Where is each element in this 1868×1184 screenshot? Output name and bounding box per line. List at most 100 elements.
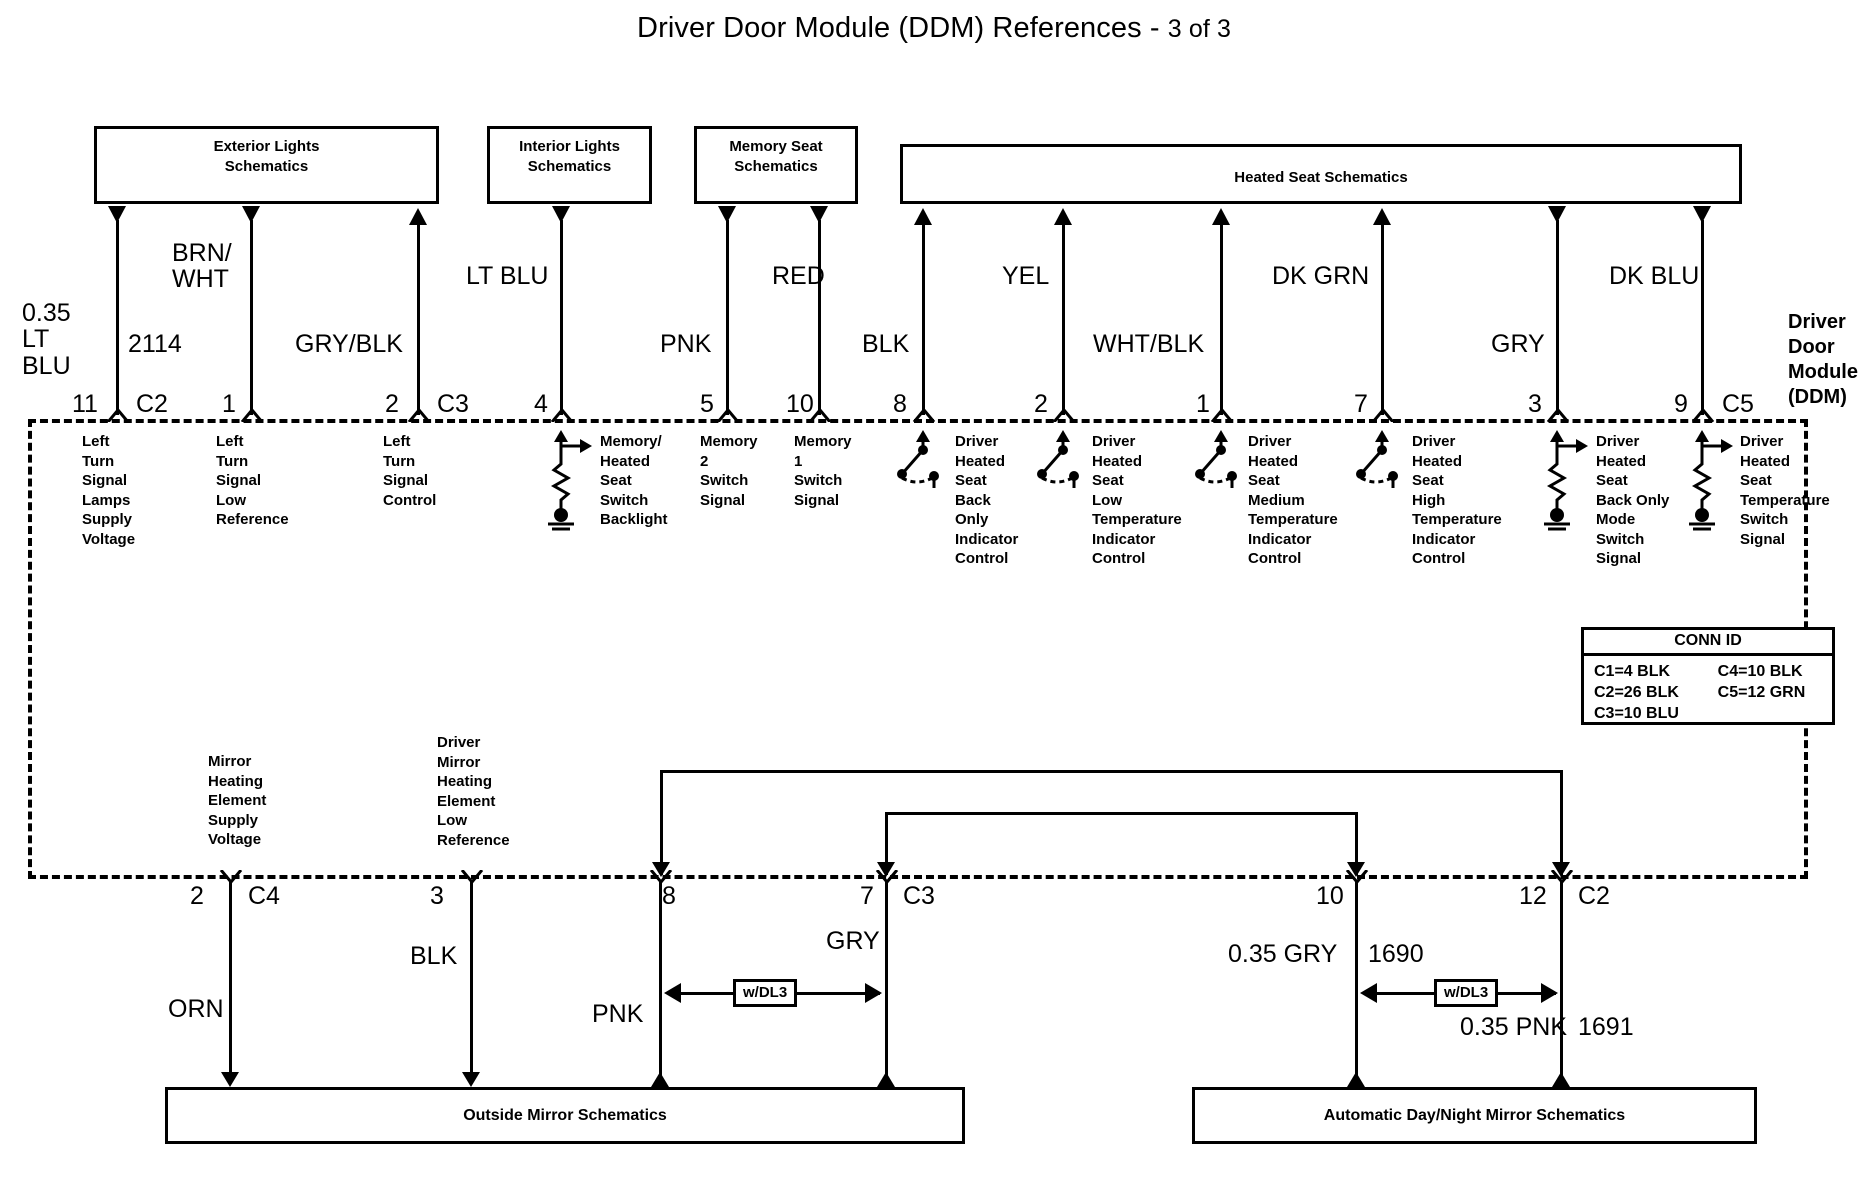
wire-color-label: 0.35 GRY — [1228, 940, 1338, 968]
pin-number-label: 8 — [893, 390, 907, 418]
bottom-box-outside-mirror[interactable]: Outside Mirror Schematics — [165, 1087, 965, 1144]
pin-number-label: 4 — [534, 390, 548, 418]
circuit-description: Driver Heated Seat Back Only Mode Switch… — [1596, 433, 1670, 567]
arrow-down-icon — [1548, 206, 1566, 223]
wire-color-label: GRY — [1491, 330, 1545, 358]
switch-icon — [1188, 426, 1250, 488]
wire-line — [1355, 882, 1358, 1076]
ref-box-memory-seat[interactable]: Memory Seat Schematics — [694, 126, 858, 204]
pin-number-label: 7 — [860, 882, 874, 910]
pin-number-label: 1 — [222, 390, 236, 418]
circuit-number-label: 1690 — [1368, 940, 1424, 968]
wire-line — [1062, 222, 1065, 415]
wire-color-label: ORN — [168, 995, 224, 1023]
wire-color-label: BLK — [862, 330, 910, 358]
arrow-down-icon — [718, 206, 736, 223]
switch-icon — [890, 426, 952, 488]
wire-color-label: GRY — [826, 927, 880, 955]
arrow-up-icon — [1552, 1072, 1570, 1087]
arrow-up-icon — [409, 208, 427, 225]
circuit-description: Driver Heated Seat Medium Temperature In… — [1248, 433, 1338, 567]
arrow-down-icon — [242, 206, 260, 223]
wire-color-label: DK GRN — [1272, 262, 1370, 290]
arrow-down-icon — [108, 206, 126, 223]
terminal-icon — [912, 408, 936, 422]
pin-number-label: 7 — [1354, 390, 1368, 418]
terminal-icon — [716, 408, 740, 422]
terminal-icon — [1371, 408, 1395, 422]
arrow-up-icon — [1347, 1072, 1365, 1087]
page-title-part: 3 of 3 — [1167, 15, 1231, 43]
bottom-box-automatic-day-night-mirror[interactable]: Automatic Day/Night Mirror Schematics — [1192, 1087, 1757, 1144]
pin-number-label: 2 — [1034, 390, 1048, 418]
conn-id-c2: C2=26 BLK — [1594, 684, 1679, 702]
conn-id-table: CONN ID C1=4 BLK C4=10 BLK C2=26 BLK C5=… — [1581, 627, 1835, 725]
bus-drop-left-outer — [660, 770, 663, 875]
wire-line — [1701, 220, 1704, 415]
wire-color-label: 0.35 PNK — [1460, 1013, 1568, 1041]
wire-line — [1220, 222, 1223, 415]
wire-line — [560, 220, 563, 415]
wire-color-label: WHT/BLK — [1093, 330, 1205, 358]
arrow-up-icon — [877, 1072, 895, 1087]
arrow-down-icon — [810, 206, 828, 223]
terminal-icon — [1546, 408, 1570, 422]
arrow-down-icon — [1693, 206, 1711, 223]
conn-id-c3: C3=10 BLU — [1594, 705, 1679, 723]
ref-box-memory-seat-label: Memory Seat Schematics — [729, 138, 823, 176]
switch-icon — [1030, 426, 1092, 488]
bus-line-outer — [660, 770, 1563, 773]
arrow-up-icon — [1054, 208, 1072, 225]
bus-drop-left-inner — [885, 812, 888, 875]
circuit-description: Left Turn Signal Low Reference — [216, 433, 289, 528]
arrow-up-icon — [1373, 208, 1391, 225]
ref-box-exterior-lights[interactable]: Exterior Lights Schematics — [94, 126, 439, 204]
pin-number-label: 5 — [700, 390, 714, 418]
connector-id-label: C3 — [903, 882, 935, 910]
circuit-description: Mirror Heating Element Supply Voltage — [208, 753, 267, 848]
wire-line — [417, 222, 420, 415]
switch-icon — [1349, 426, 1411, 488]
ref-box-heated-seat[interactable]: Heated Seat Schematics — [900, 144, 1742, 204]
conn-id-c1: C1=4 BLK — [1594, 663, 1671, 680]
wire-color-label: RED — [772, 262, 825, 290]
arrow-right-icon — [865, 983, 882, 1003]
wire-line — [1556, 220, 1559, 415]
bus-line-inner — [885, 812, 1358, 815]
page-title-main: Driver Door Module (DDM) References - — [637, 12, 1168, 44]
connector-id-label: C4 — [248, 882, 280, 910]
conn-id-c5: C5=12 GRN — [1717, 684, 1806, 702]
bottom-box-automatic-day-night-mirror-label: Automatic Day/Night Mirror Schematics — [1323, 1106, 1626, 1124]
option-label-right: w/DL3 — [1434, 979, 1499, 1007]
pin-number-label: 11 — [72, 390, 98, 418]
ref-box-interior-lights[interactable]: Interior Lights Schematics — [487, 126, 652, 204]
pin-number-label: 8 — [662, 882, 676, 910]
pin-number-label: 9 — [1674, 390, 1688, 418]
circuit-description: Driver Heated Seat Low Temperature Indic… — [1092, 433, 1182, 567]
connector-id-label: C2 — [136, 390, 168, 418]
wire-color-label: BLK — [410, 942, 458, 970]
resistor-ground-icon — [1675, 428, 1737, 532]
circuit-description: Driver Heated Seat Back Only Indicator C… — [955, 433, 1019, 567]
bus-drop-right-inner — [1355, 812, 1358, 875]
bottom-box-outside-mirror-label: Outside Mirror Schematics — [463, 1106, 667, 1124]
terminal-icon — [808, 408, 832, 422]
terminal-icon — [106, 408, 130, 422]
ref-box-interior-lights-label: Interior Lights Schematics — [519, 138, 620, 176]
ref-box-exterior-lights-label: Exterior Lights Schematics — [213, 138, 320, 176]
ref-box-heated-seat-label: Heated Seat Schematics — [1234, 168, 1408, 186]
pin-number-label: 10 — [786, 390, 814, 418]
arrow-down-icon — [652, 862, 670, 877]
bus-drop-right-outer — [1560, 770, 1563, 875]
pin-number-label: 1 — [1196, 390, 1210, 418]
pin-number-label: 2 — [385, 390, 399, 418]
terminal-icon — [1052, 408, 1076, 422]
pin-number-label: 3 — [1528, 390, 1542, 418]
circuit-description: Memory/ Heated Seat Switch Backlight — [600, 433, 668, 528]
circuit-description: Driver Mirror Heating Element Low Refere… — [437, 734, 510, 849]
circuit-description: Memory 1 Switch Signal — [794, 433, 852, 509]
resistor-ground-icon — [1530, 428, 1592, 532]
wire-color-label: LT BLU — [466, 262, 549, 290]
wire-color-label: YEL — [1002, 262, 1050, 290]
wire-line — [250, 220, 253, 415]
